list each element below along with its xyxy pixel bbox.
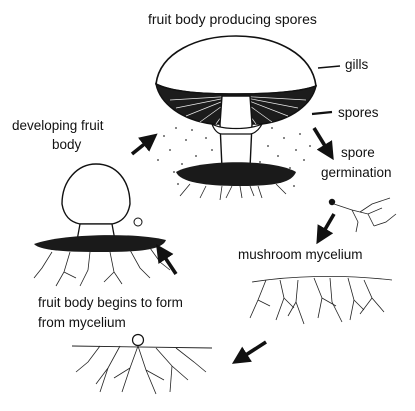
label-fruit-body-begins-line2: from mycelium <box>38 316 126 330</box>
label-developing-line1: developing fruit <box>12 119 104 133</box>
germinating-spore <box>329 198 396 232</box>
mature-mushroom <box>156 36 316 200</box>
gills-pointer <box>318 66 340 68</box>
mycelium-network <box>250 276 392 324</box>
mature-roots <box>180 184 286 200</box>
arrow-to-germination <box>314 128 330 154</box>
label-mushroom-mycelium: mushroom mycelium <box>238 248 363 262</box>
primordium-mycelium <box>72 335 212 395</box>
label-title: fruit body producing spores <box>148 12 317 26</box>
label-gills: gills <box>345 58 368 72</box>
arrow-to-primordium <box>238 342 266 360</box>
label-developing-line2: body <box>52 138 81 152</box>
arrow-to-mature <box>132 138 152 154</box>
label-spore-germination-line2: germination <box>321 166 392 180</box>
label-spores: spores <box>338 106 379 120</box>
label-fruit-body-begins-line1: fruit body begins to form <box>38 296 183 310</box>
label-spore-germination-line1: spore <box>341 146 375 160</box>
arrow-to-mycelium <box>320 214 334 238</box>
spores-pointer <box>312 112 332 114</box>
arrow-to-developing <box>160 250 176 274</box>
developing-mushroom <box>34 164 170 286</box>
